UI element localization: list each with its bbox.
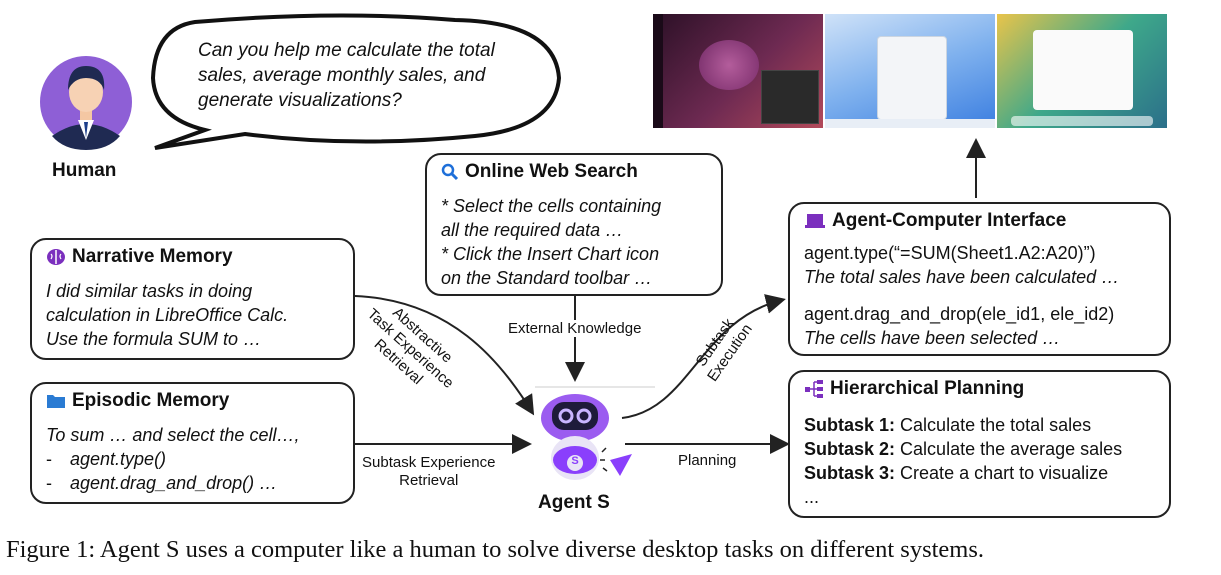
windows-screenshot	[825, 14, 995, 128]
subtask-1: Subtask 1: Calculate the total sales	[804, 415, 1092, 435]
figure-caption: Figure 1: Agent S uses a computer like a…	[6, 536, 985, 563]
aci-title: Agent-Computer Interface	[804, 210, 1066, 232]
subtask-3: Subtask 3: Create a chart to visualize	[804, 463, 1109, 483]
robot-badge: S	[571, 455, 579, 467]
ubuntu-screenshot	[653, 14, 823, 128]
agent-label: Agent S	[538, 492, 610, 513]
human-avatar	[40, 56, 132, 150]
laptop-icon	[805, 214, 825, 228]
label-planning: Planning	[678, 452, 737, 469]
arrow-narrative-retrieval	[354, 295, 535, 416]
web-search-title: Online Web Search	[441, 161, 638, 183]
label-external-knowledge: External Knowledge	[506, 320, 644, 337]
planning-box: Hierarchical Planning Subtask 1: Calcula…	[788, 370, 1171, 518]
subtask-2: Subtask 2: Calculate the average sales	[804, 439, 1123, 459]
speech-text: Can you help me calculate the total sale…	[198, 40, 495, 111]
human-label: Human	[52, 160, 117, 181]
episodic-memory-title: Episodic Memory	[46, 390, 229, 412]
narrative-memory-box: Narrative Memory I did similar tasks in …	[30, 238, 355, 360]
hierarchy-icon	[805, 380, 823, 398]
label-subtask-retrieval: Subtask Experience Retrieval	[362, 454, 496, 489]
robot-icon	[541, 394, 632, 480]
episodic-bullet-2: -agent.drag_and_drop() …	[46, 473, 278, 493]
speech-bubble	[150, 13, 562, 150]
episodic-memory-box: Episodic Memory To sum … and select the …	[30, 382, 355, 504]
mac-screenshot	[997, 14, 1167, 128]
arrow-subtask-execution	[621, 294, 786, 419]
folder-icon	[47, 395, 65, 408]
planning-title: Hierarchical Planning	[804, 378, 1024, 400]
search-icon	[441, 163, 459, 181]
aci-box: Agent-Computer Interface agent.type(“=SU…	[788, 202, 1171, 356]
episodic-bullet-1: -agent.type()	[46, 449, 167, 469]
narrative-memory-title: Narrative Memory	[46, 246, 233, 268]
web-search-box: Online Web Search * Select the cells con…	[425, 153, 723, 296]
brain-icon	[47, 249, 65, 265]
